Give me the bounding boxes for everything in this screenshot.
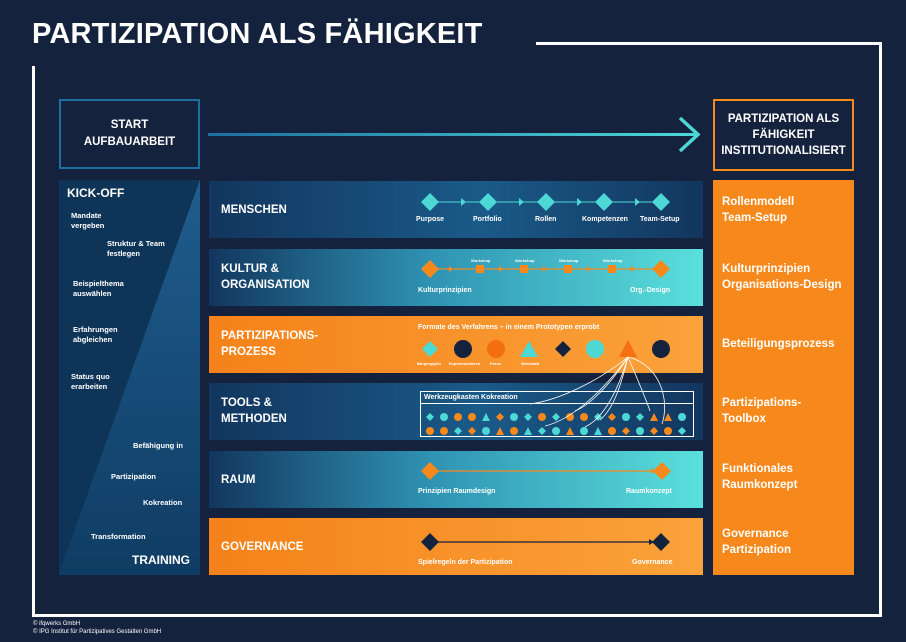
step-purpose: Purpose xyxy=(416,216,445,223)
frame-bottom xyxy=(32,614,882,617)
row-menschen: MENSCHEN Purpose Portfolio Rollen Kompet… xyxy=(209,181,703,238)
diamond-org-design xyxy=(652,260,670,278)
raum-start-label: Prinzipien Raumdesign xyxy=(418,488,496,495)
copyright-2: © IPG Institut für Partizipatives Gestal… xyxy=(33,629,162,635)
diamond-portfolio xyxy=(479,193,497,211)
kultur-end-label: Org.-Design xyxy=(630,287,671,294)
row-raum: RAUM Prinzipien Raumdesign Raumkonzept xyxy=(209,451,703,508)
format-circle-teal xyxy=(586,340,604,358)
diamond-spielregeln xyxy=(421,533,439,551)
row-menschen-bg xyxy=(209,181,703,238)
step-team-setup: Team-Setup xyxy=(640,216,680,223)
workshop-1 xyxy=(476,265,484,273)
end-line3: INSTITUTIONALISIERT xyxy=(721,145,846,157)
diamond-kulturprinzipien xyxy=(421,260,439,278)
end-line1: PARTIZIPATION ALS xyxy=(727,113,840,125)
row-kultur-bg xyxy=(209,249,703,306)
end-line2: FÄHIGKEIT xyxy=(752,129,815,141)
diamond-raumdesign xyxy=(421,462,439,480)
left-panel-background xyxy=(59,180,200,575)
diamond-purpose xyxy=(421,193,439,211)
format-circle-navy xyxy=(454,340,472,358)
format-diamond-navy xyxy=(555,341,571,357)
frame-right xyxy=(879,42,882,617)
lp-item-kokreation: Kokreation xyxy=(143,498,183,507)
format-circle-orange xyxy=(487,340,505,358)
kultur-start-label: Kulturprinzipien xyxy=(418,287,472,294)
frame-left xyxy=(32,66,35,617)
toolbox: Werkzeugkasten Kokreation xyxy=(420,391,694,437)
lp-item-partizipation: Partizipation xyxy=(111,472,157,481)
format-label-3: Foren xyxy=(490,361,502,366)
main-arrow xyxy=(208,116,701,153)
diamond-raumkonzept xyxy=(653,462,671,480)
diamond-rollen xyxy=(537,193,555,211)
prozess-caption: Formate des Verfahrens – in einem Protot… xyxy=(418,324,600,331)
rp-beteiligungsprozess: Beteiligungsprozess xyxy=(722,338,835,350)
lp-item-transformation: Transformation xyxy=(91,532,146,541)
row-raum-label: RAUM xyxy=(221,474,256,486)
format-diamond-teal xyxy=(422,341,438,357)
format-circle-navy-2 xyxy=(652,340,670,358)
diamond-team-setup xyxy=(652,193,670,211)
row-prozess-label: PARTIZIPATIONS-PROZESS xyxy=(221,330,319,358)
format-label-1: Bürgergipfel xyxy=(417,361,441,366)
row-governance: GOVERNANCE Spielregeln der Partizipation… xyxy=(209,518,703,575)
row-kultur-label: KULTUR &ORGANISATION xyxy=(221,263,310,291)
workshop-3 xyxy=(564,265,572,273)
step-portfolio: Portfolio xyxy=(473,216,502,223)
step-rollen: Rollen xyxy=(535,216,557,223)
row-raum-bg xyxy=(209,451,703,508)
step-kompetenzen: Kompetenzen xyxy=(582,216,628,223)
workshop-label-4: Workshop xyxy=(603,258,623,263)
format-label-4: Werkstatt xyxy=(521,361,540,366)
toolbox-title: Werkzeugkasten Kokreation xyxy=(421,392,693,404)
start-box: START AUFBAUARBEIT xyxy=(59,99,200,169)
toolbox-shapes xyxy=(426,413,686,435)
row-governance-bg xyxy=(209,518,703,575)
row-tools-label: TOOLS &METHODEN xyxy=(221,397,287,425)
row-kultur: KULTUR &ORGANISATION Workshop Workshop W… xyxy=(209,249,703,306)
rp-toolbox: Partizipations-Toolbox xyxy=(722,397,802,425)
kickoff-heading: KICK-OFF xyxy=(67,186,125,200)
governance-end-label: Governance xyxy=(632,559,673,566)
workshop-label-3: Workshop xyxy=(559,258,579,263)
format-label-2: Experimentieren xyxy=(449,361,481,366)
title-rule xyxy=(536,42,882,45)
format-triangle-orange xyxy=(619,340,637,357)
workshop-label-2: Workshop xyxy=(515,258,535,263)
row-prozess-bg xyxy=(209,316,703,373)
end-box: PARTIZIPATION ALS FÄHIGKEIT INSTITUTIONA… xyxy=(713,99,854,171)
workshop-2 xyxy=(520,265,528,273)
workshop-4 xyxy=(608,265,616,273)
format-triangle-teal xyxy=(520,341,538,357)
start-line2: AUFBAUARBEIT xyxy=(83,136,176,148)
training-heading: TRAINING xyxy=(132,553,190,567)
diamond-kompetenzen xyxy=(595,193,613,211)
row-governance-label: GOVERNANCE xyxy=(221,541,304,553)
row-prozess: PARTIZIPATIONS-PROZESS Formate des Verfa… xyxy=(209,316,703,373)
row-menschen-label: MENSCHEN xyxy=(221,204,287,216)
copyright-1: © ifqwerks GmbH xyxy=(33,621,81,627)
lp-item-befaehigung: Befähigung in xyxy=(133,441,183,450)
diamond-governance xyxy=(652,533,670,551)
governance-start-label: Spielregeln der Partizipation xyxy=(418,559,513,566)
raum-end-label: Raumkonzept xyxy=(626,488,672,495)
page-title: PARTIZIPATION ALS FÄHIGKEIT xyxy=(32,18,483,50)
workshop-label-1: Workshop xyxy=(471,258,491,263)
start-line1: START xyxy=(110,119,149,131)
